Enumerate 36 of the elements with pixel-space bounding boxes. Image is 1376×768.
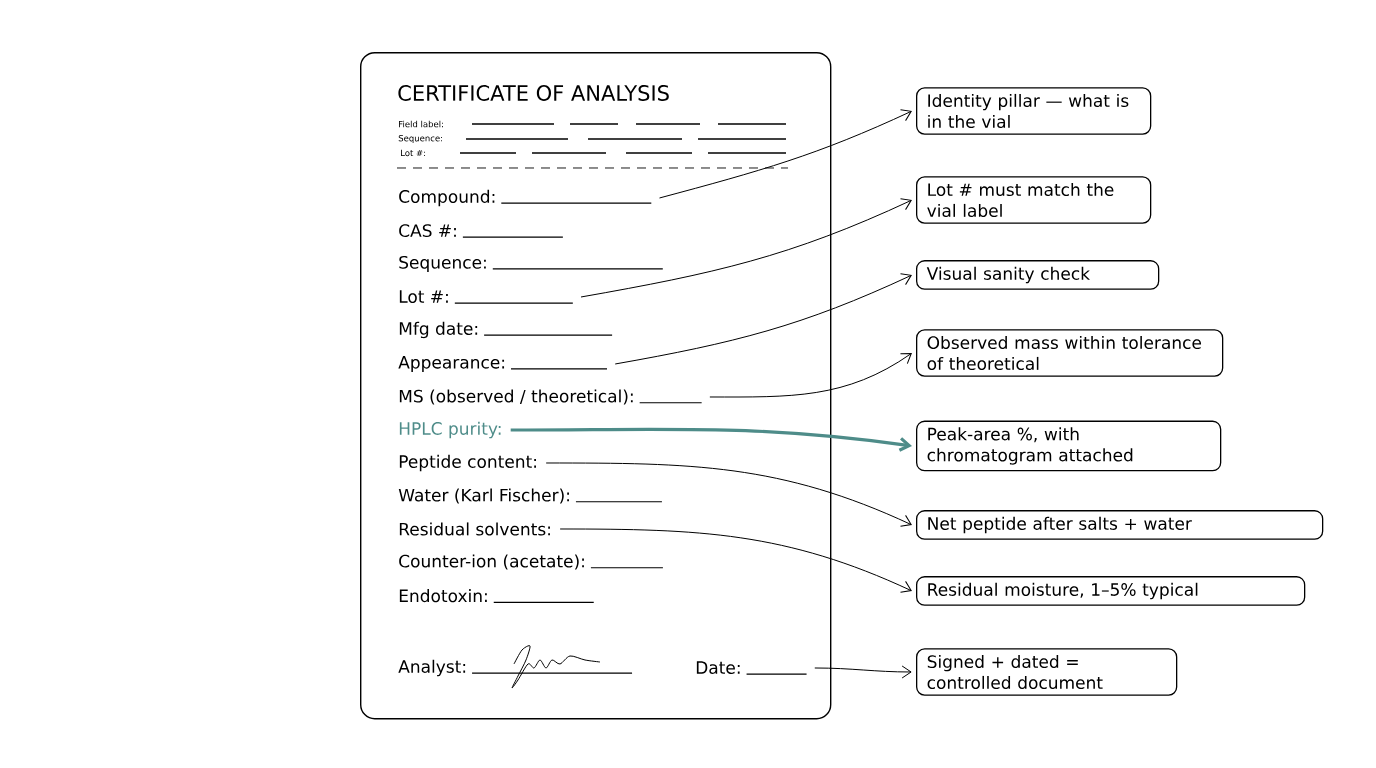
- leader-arrow: [559, 528, 912, 593]
- leader-arrow: [580, 198, 912, 298]
- leader-arrow: [659, 109, 912, 199]
- form-field: Compound:: [399, 189, 652, 207]
- leader-arrow: [510, 427, 912, 452]
- callout-box: Net peptide after salts + water: [916, 510, 1324, 540]
- leader-arrow: [545, 462, 912, 527]
- callout-box: Signed + dated = controlled document: [916, 648, 1178, 696]
- form-field: Water (Karl Fischer):: [398, 488, 663, 504]
- form-field: CAS #:: [399, 224, 564, 238]
- form-field: Lot #:: [401, 149, 425, 157]
- form-field: MS (observed / theoretical):: [399, 389, 703, 405]
- form-field: Peptide content:: [399, 454, 536, 472]
- callout-box: Lot # must match the vial label: [916, 176, 1152, 224]
- callout-box: Peak-area %, with chromatogram attached: [916, 420, 1222, 472]
- leader-arrow: [709, 353, 912, 398]
- callout-box: Observed mass within tolerance of theoretical: [916, 329, 1224, 377]
- form-field: Counter-ion (acetate):: [399, 554, 664, 570]
- callout-box: Residual moisture, 1–5% typical: [916, 576, 1306, 606]
- form-field: Sequence:: [399, 255, 664, 273]
- form-field: HPLC purity:: [399, 421, 501, 439]
- certificate-card: [360, 52, 832, 720]
- form-field: Endotoxin:: [399, 589, 595, 603]
- card-title: CERTIFICATE OF ANALYSIS: [398, 85, 669, 101]
- form-field: Date:: [696, 661, 808, 675]
- form-field: Appearance:: [398, 356, 608, 372]
- form-field: Residual solvents:: [399, 522, 550, 536]
- form-field: Lot #:: [399, 290, 574, 304]
- form-field: Mfg date:: [399, 321, 613, 339]
- callout-box: Visual sanity check: [916, 260, 1160, 290]
- form-field: Field label:: [399, 120, 443, 128]
- leader-arrow: [814, 665, 912, 679]
- leader-arrow: [614, 273, 912, 365]
- form-field: Analyst:: [398, 659, 633, 677]
- form-field: Sequence:: [398, 134, 442, 144]
- callout-box: Identity pillar — what is in the vial: [916, 87, 1152, 135]
